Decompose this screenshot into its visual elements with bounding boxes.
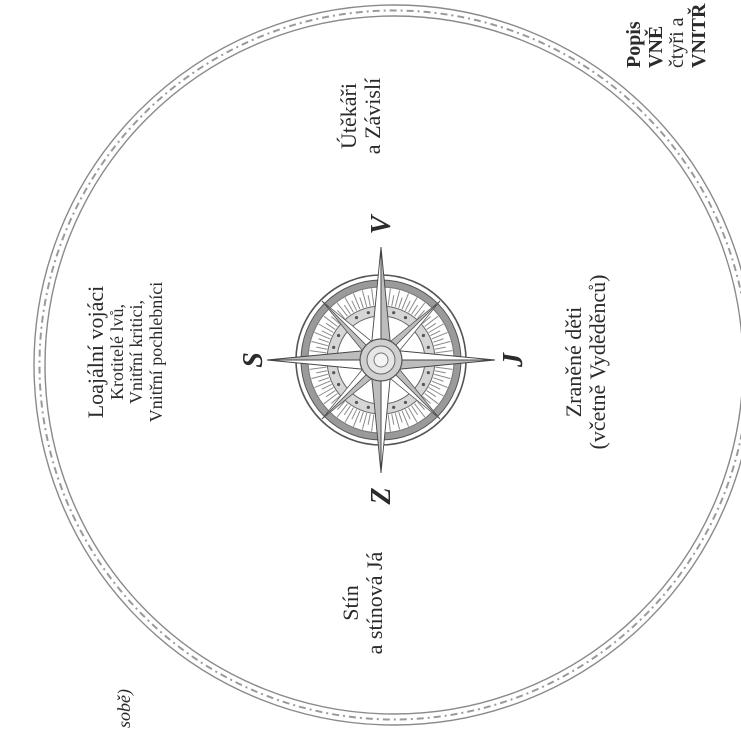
quadrant-north-line: Vnitřní pochlebníci xyxy=(147,247,166,457)
compass-dot xyxy=(404,401,407,404)
compass-hub-center xyxy=(374,353,388,367)
quadrant-north-line: Krotitelé lvů, xyxy=(108,247,127,457)
compass-dot xyxy=(337,334,340,337)
compass-letter-east: V xyxy=(366,213,397,234)
compass-dot xyxy=(367,406,370,409)
quadrant-south-text: Zraněné děti (včetně Vyděděnců) xyxy=(562,232,610,492)
compass-dot xyxy=(404,316,407,319)
side-text-left-fragment: sobě) xyxy=(115,689,134,728)
quadrant-south-title: Zraněné děti xyxy=(562,232,586,492)
compass-dot xyxy=(392,311,395,314)
side-text-line: VNITŘ xyxy=(689,0,711,68)
compass-dot xyxy=(332,371,335,374)
quadrant-west-text: Stín a stínová Já xyxy=(339,533,387,673)
side-text-line: VNĚ xyxy=(646,0,668,68)
quadrant-west-title: Stín xyxy=(339,533,363,673)
side-text-right: Popis VNĚ čtyři a VNITŘ xyxy=(624,0,710,68)
quadrant-west-line: a stínová Já xyxy=(363,533,387,673)
side-text-line: čtyři a xyxy=(667,0,689,68)
side-text-line: Popis xyxy=(624,0,646,68)
quadrant-north-text: Loajální vojáci Krotitelé lvů, Vnitřní k… xyxy=(84,247,166,457)
compass-dot xyxy=(422,383,425,386)
quadrant-north-line: Vnitřní kritici, xyxy=(127,247,146,457)
compass-dot xyxy=(422,334,425,337)
compass-dot xyxy=(367,311,370,314)
compass-letter-west: Z xyxy=(366,487,397,505)
compass-rose xyxy=(267,247,495,473)
quadrant-east-title: Útěkáři xyxy=(337,56,361,176)
compass-dot xyxy=(427,346,430,349)
compass-dot xyxy=(427,371,430,374)
compass-dot xyxy=(337,383,340,386)
compass-dot xyxy=(355,316,358,319)
compass-letter-north: S xyxy=(238,352,269,368)
compass-dot xyxy=(355,401,358,404)
quadrant-east-text: Útěkáři a Závislí xyxy=(337,56,385,176)
quadrant-south-line: (včetně Vyděděnců) xyxy=(586,232,610,492)
compass-letter-south: J xyxy=(498,352,529,368)
compass-dot xyxy=(332,346,335,349)
compass-dot xyxy=(392,406,395,409)
quadrant-north-title: Loajální vojáci xyxy=(84,247,108,457)
quadrant-east-line: a Závislí xyxy=(361,56,385,176)
